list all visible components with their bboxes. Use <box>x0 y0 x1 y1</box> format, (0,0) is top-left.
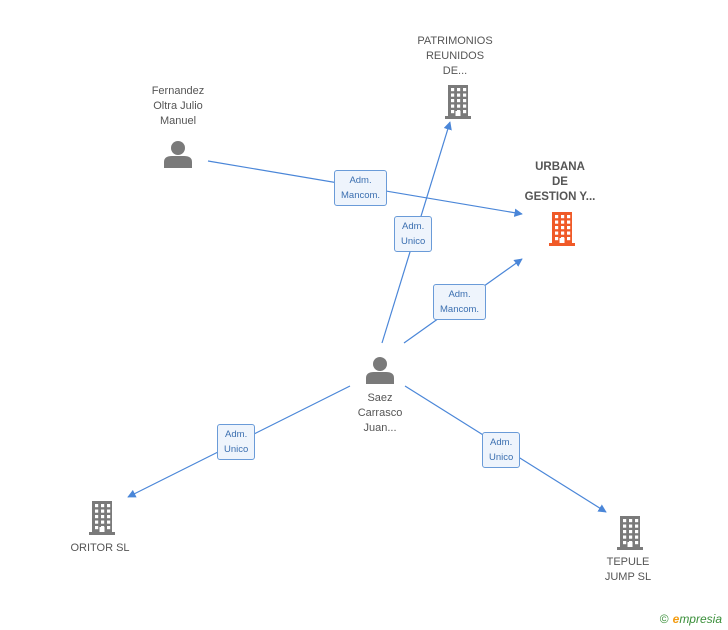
node-label-fernandez[interactable]: Fernandez Oltra Julio Manuel <box>128 84 228 129</box>
label-line: Oltra Julio <box>153 100 203 112</box>
person-icon-fernandez[interactable] <box>164 141 192 168</box>
label-line: Juan... <box>363 422 397 434</box>
badge-line: Adm. <box>349 175 372 186</box>
badge-line: Adm. <box>225 429 248 440</box>
badge-line: Unico <box>224 444 249 455</box>
label-line: PATRIMONIOS <box>417 35 493 47</box>
edge-badge-saez-urbana[interactable]: Adm. Mancom. <box>433 284 487 320</box>
brand-logo-text: mpresia <box>679 612 722 626</box>
brand-logo-letter: e <box>672 612 680 626</box>
person-icon-saez[interactable] <box>366 357 394 384</box>
edge-badge-fernandez-urbana[interactable]: Adm. Mancom. <box>334 170 388 206</box>
building-icon-urbana[interactable] <box>549 212 575 246</box>
footer-brand[interactable]: ©empresia <box>660 612 722 626</box>
edge-badge-saez-patrimonios[interactable]: Adm. Unico <box>394 216 433 252</box>
edge-badge-saez-tepule[interactable]: Adm. Unico <box>482 432 521 468</box>
label-line: Manuel <box>159 115 197 127</box>
badge-line: Unico <box>401 236 426 247</box>
node-label-urbana[interactable]: URBANA DE GESTION Y... <box>510 160 610 205</box>
badge-line: Mancom. <box>440 304 480 315</box>
badge-line: Adm. <box>402 221 425 232</box>
node-label-patrimonios[interactable]: PATRIMONIOS REUNIDOS DE... <box>405 34 505 79</box>
label-line: ORITOR SL <box>70 542 130 554</box>
label-line: URBANA <box>535 161 585 173</box>
label-line: JUMP SL <box>604 571 652 583</box>
node-label-oritor[interactable]: ORITOR SL <box>50 541 150 556</box>
label-line: Fernandez <box>151 85 205 97</box>
icons-layer <box>89 85 643 550</box>
label-line: REUNIDOS <box>425 50 485 62</box>
label-line: GESTION Y... <box>524 191 596 203</box>
node-label-saez[interactable]: Saez Carrasco Juan... <box>330 391 430 436</box>
badge-line: Adm. <box>490 437 513 448</box>
building-icon-tepule[interactable] <box>617 516 643 550</box>
label-line: TEPULE <box>606 556 650 568</box>
badge-line: Mancom. <box>341 190 381 201</box>
label-line: Carrasco <box>357 407 403 419</box>
node-label-tepule[interactable]: TEPULE JUMP SL <box>578 555 678 585</box>
label-line: DE <box>552 176 568 188</box>
badge-line: Adm. <box>448 289 471 300</box>
edge-badge-saez-oritor[interactable]: Adm. Unico <box>217 424 256 460</box>
label-line: Saez <box>367 392 393 404</box>
building-icon-oritor[interactable] <box>89 501 115 535</box>
label-line: DE... <box>442 65 468 77</box>
copyright-icon: © <box>659 612 669 626</box>
badge-line: Unico <box>489 452 514 463</box>
building-icon-patrimonios[interactable] <box>445 85 471 119</box>
